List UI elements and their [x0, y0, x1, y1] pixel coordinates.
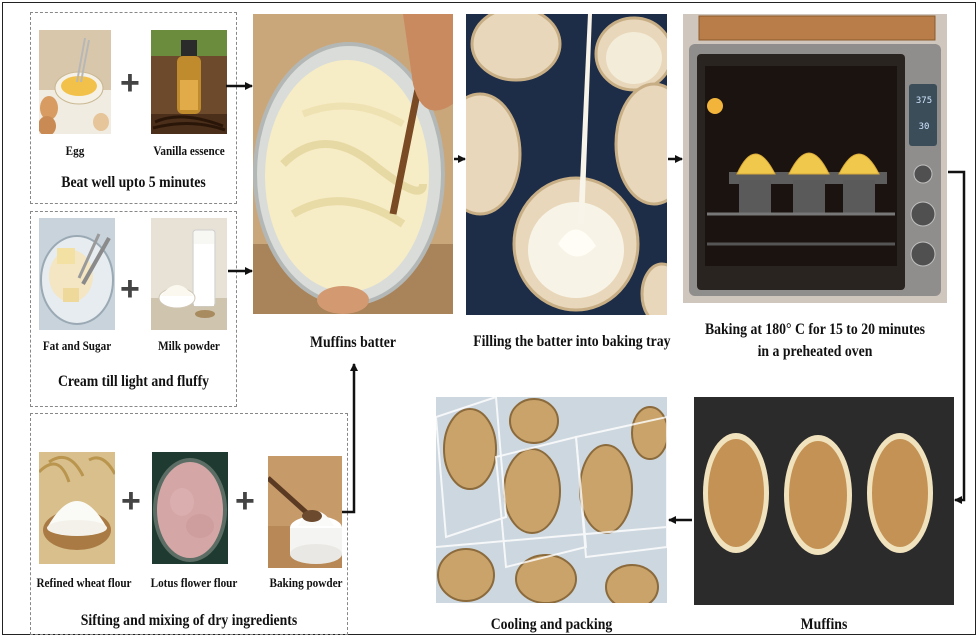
arrow-oven-to-muffins	[948, 172, 964, 500]
arrow-dry-to-batter	[342, 364, 354, 512]
